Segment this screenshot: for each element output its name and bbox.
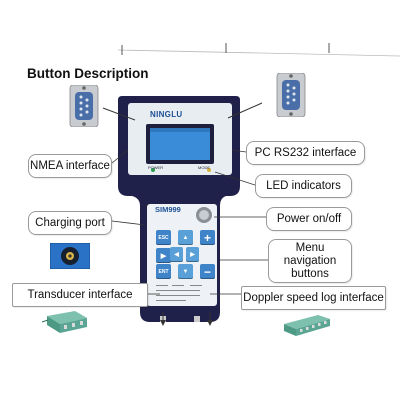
db9-connector-left-image xyxy=(69,85,99,127)
callout-power-on-off: Power on/off xyxy=(266,207,352,231)
ent-button[interactable]: ENT xyxy=(156,264,171,279)
model-label: SIM999 xyxy=(155,205,181,214)
callout-pc-rs232-interface: PC RS232 interface xyxy=(246,141,365,165)
right-button[interactable]: ▶ xyxy=(186,247,199,262)
callout-charging-port: Charging port xyxy=(28,211,112,235)
callout-transducer-interface: Transducer interface xyxy=(12,283,148,307)
esc-button[interactable]: ESC xyxy=(156,230,171,245)
down-button[interactable]: ▼ xyxy=(178,264,193,279)
transducer-connector-image xyxy=(42,311,87,333)
charging-port-image xyxy=(50,243,90,269)
screen-label-left: POWER xyxy=(148,165,164,170)
leader-lines xyxy=(111,149,268,295)
play-button[interactable]: ▶ xyxy=(156,248,171,263)
page-title: Button Description xyxy=(27,66,149,81)
doppler-connector-image xyxy=(284,315,330,336)
led-indicator-right xyxy=(207,168,211,172)
brand-logo: NINGLU xyxy=(150,110,183,119)
callout-menu-navigation-buttons: Menu navigation buttons xyxy=(268,239,352,283)
left-button[interactable]: ◀ xyxy=(170,247,183,262)
led-indicator-left xyxy=(151,168,155,172)
plus-button[interactable]: + xyxy=(200,230,215,245)
db9-connector-right-image xyxy=(276,73,306,117)
callout-nmea-interface: NMEA interface xyxy=(28,154,112,178)
lcd-screen xyxy=(150,128,210,160)
callout-led-indicators: LED indicators xyxy=(255,174,352,198)
up-button[interactable]: ▲ xyxy=(178,230,193,245)
screen-label-right: MODE xyxy=(198,165,210,170)
minus-button[interactable]: − xyxy=(200,264,215,279)
callout-doppler-speed-log-interface: Doppler speed log interface xyxy=(241,286,386,310)
